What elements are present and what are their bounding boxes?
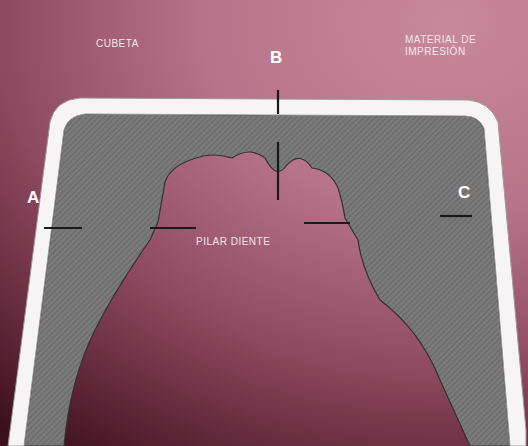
section-line-c bbox=[440, 215, 472, 217]
section-letter: B bbox=[270, 48, 290, 68]
section-line-b bbox=[304, 222, 350, 224]
impression-material bbox=[24, 114, 510, 446]
part-label: MATERIAL DE IMPRESIÓN bbox=[405, 34, 505, 57]
section-line-a bbox=[150, 227, 196, 229]
section-letter: A bbox=[27, 188, 47, 208]
part-label: CUBETA bbox=[96, 38, 176, 50]
section-line-a bbox=[44, 227, 82, 229]
section-letter: C bbox=[458, 183, 478, 203]
impression-tray bbox=[8, 98, 526, 446]
section-line-b bbox=[277, 142, 279, 200]
part-label: PILAR DIENTE bbox=[196, 236, 306, 248]
section-line-b bbox=[277, 90, 279, 114]
